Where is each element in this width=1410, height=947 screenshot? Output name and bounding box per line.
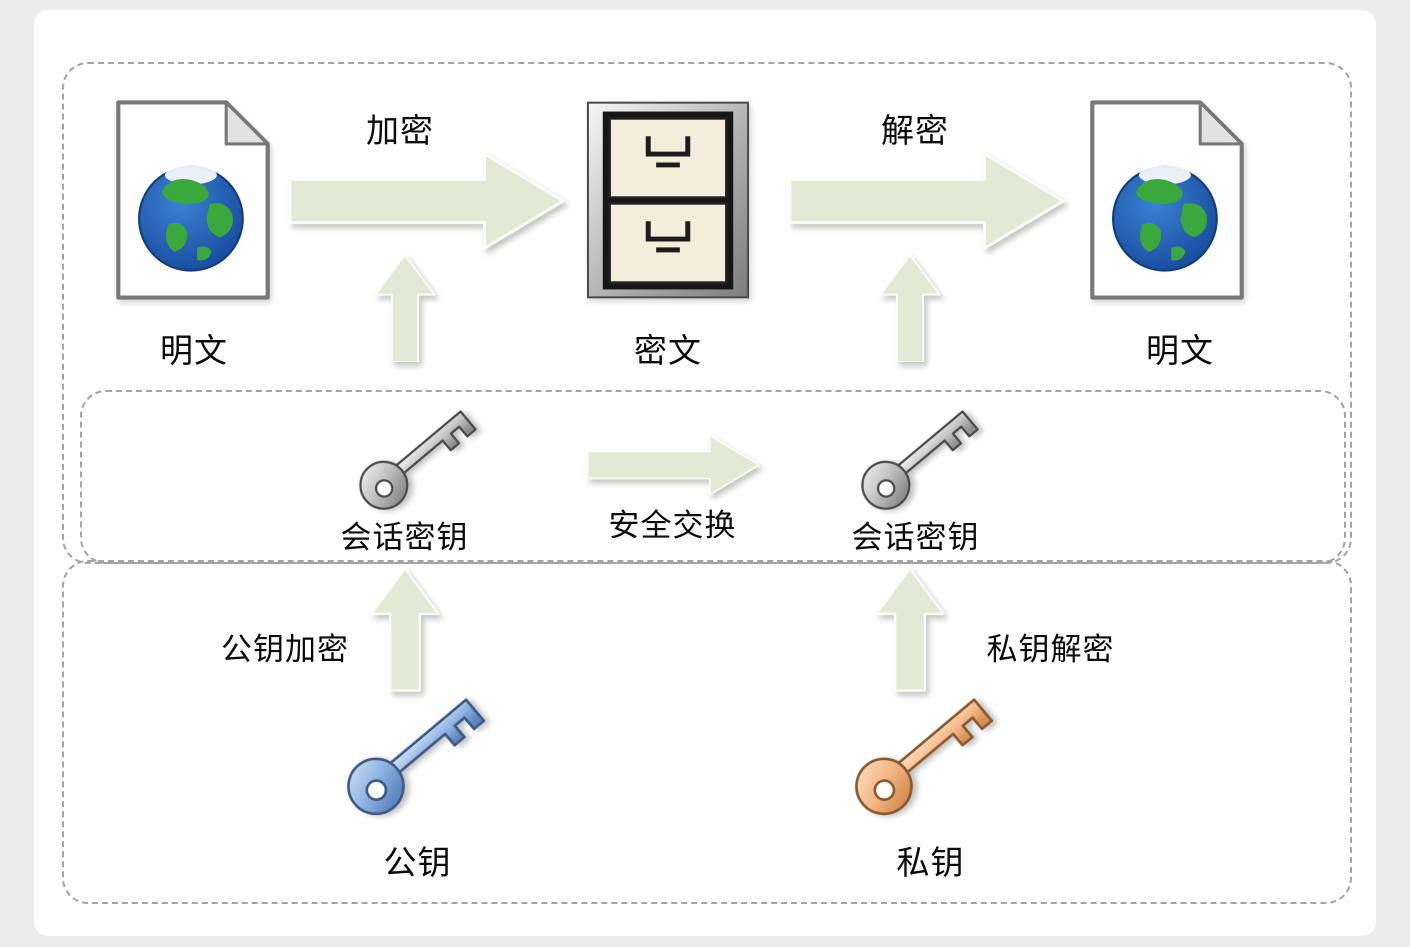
document-globe-icon [116, 100, 270, 300]
public-key-encrypt-label: 公钥加密 [221, 632, 349, 667]
secure-exchange-arrow-icon [586, 434, 761, 496]
document-globe-icon [1090, 100, 1244, 300]
decrypt-label: 解密 [881, 114, 949, 150]
secure-exchange-label: 安全交换 [608, 508, 737, 543]
ciphertext-label: 密文 [634, 334, 702, 370]
plaintext-right-label: 明文 [1146, 334, 1214, 370]
asymmetric-key-section-box [62, 560, 1352, 904]
orange-key-icon [855, 698, 994, 816]
session-key-to-decrypt-arrow-icon [879, 253, 941, 362]
session-key-right-label: 会话密钥 [851, 520, 980, 555]
session-key-to-encrypt-arrow-icon [374, 253, 436, 362]
public-key-label: 公钥 [383, 846, 452, 882]
encrypt-label: 加密 [366, 114, 434, 150]
gray-key-icon [861, 410, 979, 510]
plaintext-left-label: 明文 [160, 334, 228, 370]
session-key-band-box [80, 390, 1346, 564]
session-key-left-label: 会话密钥 [340, 520, 469, 555]
private-key-label: 私钥 [896, 846, 965, 882]
private-key-decrypt-label: 私钥解密 [986, 632, 1115, 667]
encrypt-arrow-icon [289, 152, 565, 250]
public-key-encrypt-arrow-icon [370, 567, 440, 692]
decrypt-arrow-icon [789, 152, 1065, 250]
private-key-decrypt-arrow-icon [875, 567, 945, 692]
gray-key-icon [359, 410, 477, 510]
file-cabinet-icon [586, 101, 750, 299]
blue-key-icon [347, 698, 486, 816]
